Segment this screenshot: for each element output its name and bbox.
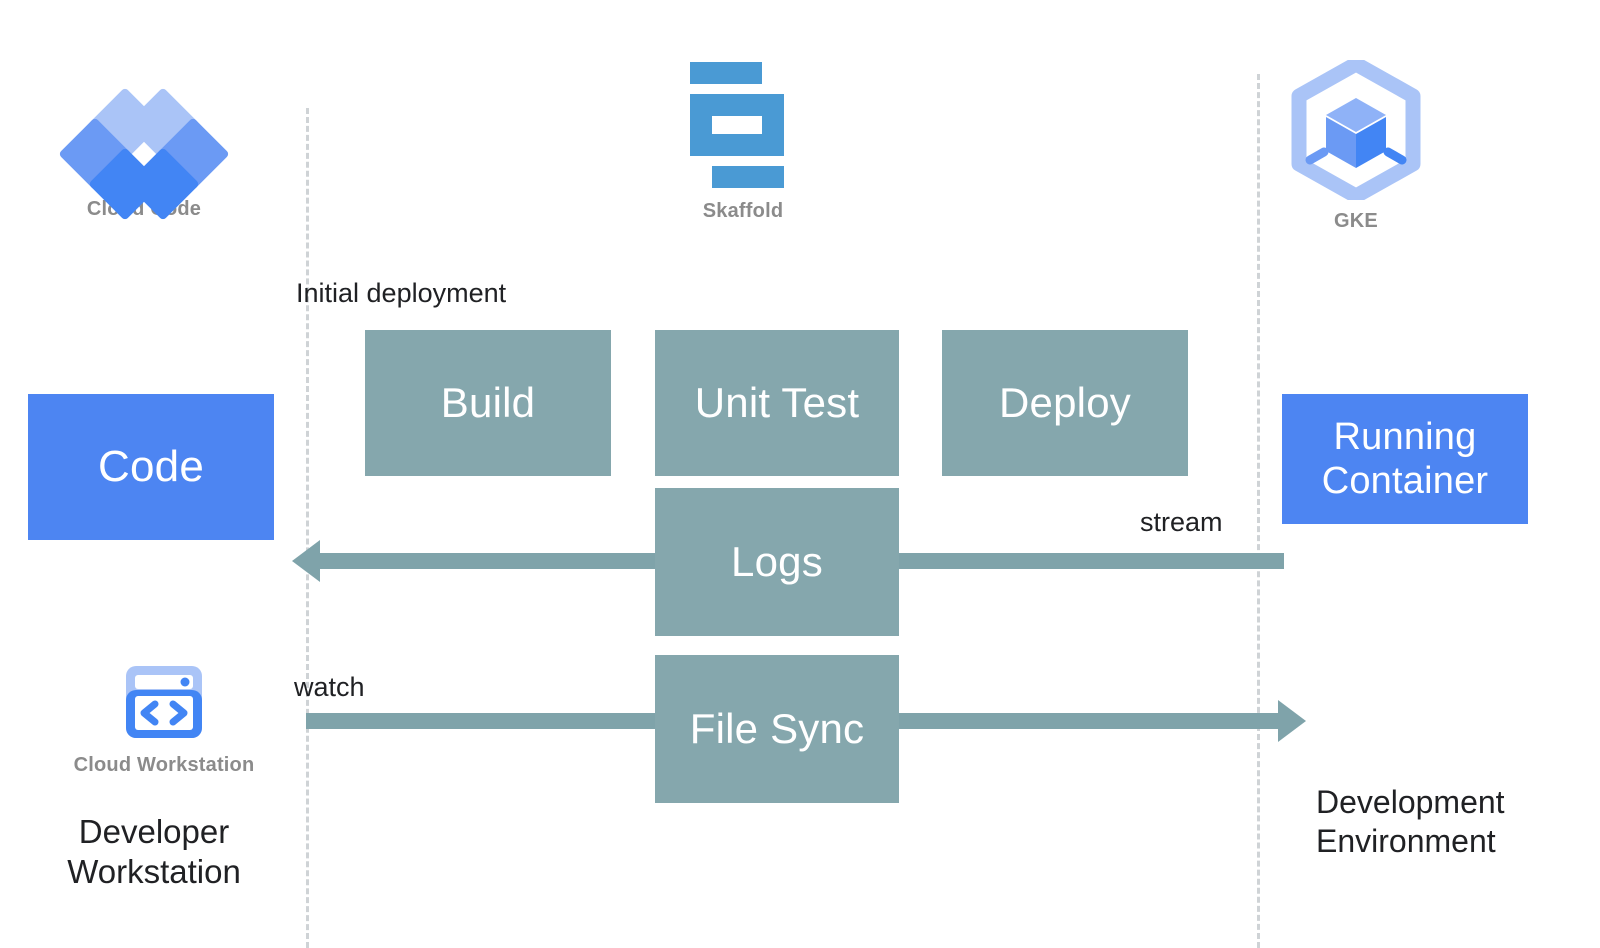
label-watch: watch: [294, 672, 365, 702]
stage-box-logs[interactable]: Logs: [655, 488, 899, 636]
skaffold-s-icon: [668, 62, 818, 190]
label-developer-workstation: Developer Workstation: [30, 812, 278, 891]
artifact-box-running-container[interactable]: Running Container: [1282, 394, 1528, 524]
file-sync-arrow-shaft-right-segment: [896, 713, 1280, 729]
file-sync-arrowhead-right: [1278, 700, 1306, 742]
stage-box-file-sync[interactable]: File Sync: [655, 655, 899, 803]
development-environment-line-2: Environment: [1316, 823, 1496, 860]
developer-workstation-line-2: Workstation: [67, 852, 241, 890]
logs-arrow-shaft-left-segment: [318, 553, 658, 569]
boundary-line-left: [306, 108, 309, 948]
label-stream: stream: [1140, 507, 1223, 537]
artifact-box-code[interactable]: Code: [28, 394, 274, 540]
logs-arrow-shaft-right-segment: [896, 553, 1284, 569]
running-container-line-2: Container: [1321, 460, 1489, 502]
label-initial-deployment: Initial deployment: [296, 278, 507, 308]
running-container-line-1: Running: [1333, 415, 1477, 458]
stage-box-build[interactable]: Build: [365, 330, 611, 476]
logo-caption-skaffold: Skaffold: [702, 200, 784, 222]
logo-skaffold: Skaffold: [628, 62, 858, 223]
logo-cloud-workstation: Cloud Workstation: [56, 660, 272, 777]
cloud-workstation-window-icon: [122, 660, 206, 744]
development-environment-line-1: Development: [1316, 784, 1505, 820]
logs-arrowhead-left: [292, 540, 320, 582]
gke-hexagon-cube-icon: [1291, 56, 1421, 204]
boundary-line-right: [1257, 74, 1260, 948]
logo-caption-cloud-workstation: Cloud Workstation: [73, 754, 255, 776]
logo-caption-gke: GKE: [1334, 210, 1378, 232]
developer-workstation-line-1: Developer: [78, 813, 230, 850]
logo-cloud-code: Cloud Code: [34, 68, 254, 221]
cloud-code-diamonds-icon: [58, 68, 230, 221]
stage-box-unit-test[interactable]: Unit Test: [655, 330, 899, 476]
logo-gke: GKE: [1266, 56, 1446, 233]
file-sync-arrow-shaft-left-segment: [306, 713, 658, 729]
label-development-environment: Development Environment: [1316, 783, 1600, 861]
stage-box-deploy[interactable]: Deploy: [942, 330, 1188, 476]
